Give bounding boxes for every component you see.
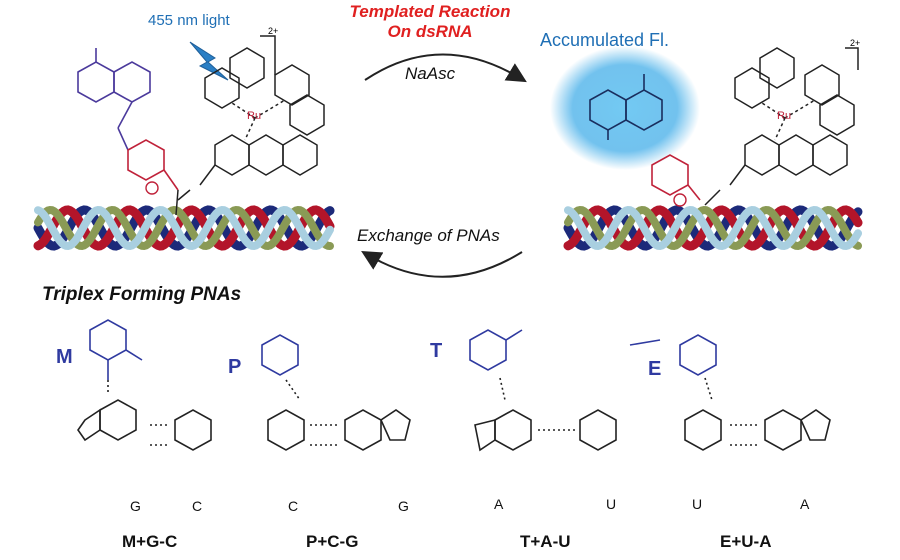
left-pyridinium-structure: [127, 139, 179, 191]
fluorescence-glow: [550, 46, 700, 170]
left-ru-complex-structure: [177, 35, 325, 201]
combo-label-p-c-g: P+C-G: [306, 532, 359, 551]
right-coumarin-structure: [589, 74, 663, 140]
reaction-title: Templated Reaction On dsRNA: [330, 2, 530, 42]
left-positive-charge-icon: [145, 181, 159, 195]
m-g-c-structure: [77, 319, 212, 451]
reaction-title-line2: On dsRNA: [387, 22, 473, 41]
pna-letter-m: M: [56, 346, 73, 368]
base-label-m-1: G: [130, 498, 141, 514]
bottom-cycle-arrow: [361, 250, 523, 278]
p-c-g-structure: [261, 334, 411, 451]
left-charge-label: 2+: [268, 26, 279, 36]
helix-strand: [34, 205, 334, 251]
combo-label-t-a-u: T+A-U: [520, 532, 571, 551]
left-coumarin-structure: [77, 48, 151, 151]
base-label-e-2: A: [800, 496, 810, 512]
left-rna-helix: [33, 205, 335, 251]
right-charge-label: 2+: [850, 38, 861, 48]
base-label-t-2: U: [606, 496, 617, 512]
base-label-e-1: U: [692, 496, 703, 512]
base-label-p-2: G: [398, 498, 409, 514]
helix-strand: [34, 205, 334, 251]
right-ru-label: Ru: [777, 110, 792, 122]
helix-strand: [564, 205, 862, 251]
lightning-bolt-icon: [189, 41, 229, 81]
pna-letter-p: P: [228, 356, 242, 378]
top-arrow-label: NaAsc: [405, 64, 456, 83]
left-ru-label: Ru: [247, 110, 262, 122]
light-wavelength-label: 455 nm light: [148, 12, 230, 29]
right-positive-charge-icon: [673, 193, 687, 207]
left-linker: [175, 189, 179, 216]
pna-section-title: Triplex Forming PNAs: [42, 284, 242, 305]
helix-strand: [564, 205, 862, 251]
right-rna-helix: [563, 205, 863, 251]
combo-label-e-u-a: E+U-A: [720, 532, 772, 551]
base-label-t-1: A: [494, 496, 504, 512]
right-ru-complex-structure: [704, 47, 859, 206]
base-label-m-2: C: [192, 498, 203, 514]
e-u-a-structure: [629, 334, 831, 451]
t-a-u-structure: [469, 329, 617, 452]
combo-label-m-g-c: M+G-C: [122, 532, 178, 551]
top-cycle-arrow: [364, 53, 527, 83]
bottom-arrow-label: Exchange of PNAs: [357, 226, 500, 245]
pna-letter-e: E: [648, 358, 662, 380]
reaction-title-line1: Templated Reaction: [349, 2, 511, 21]
accumulated-fluorescence-label: Accumulated Fl.: [540, 30, 670, 50]
pna-letter-t: T: [430, 340, 443, 362]
base-label-p-1: C: [288, 498, 299, 514]
right-pyridinium-structure: [651, 154, 701, 201]
